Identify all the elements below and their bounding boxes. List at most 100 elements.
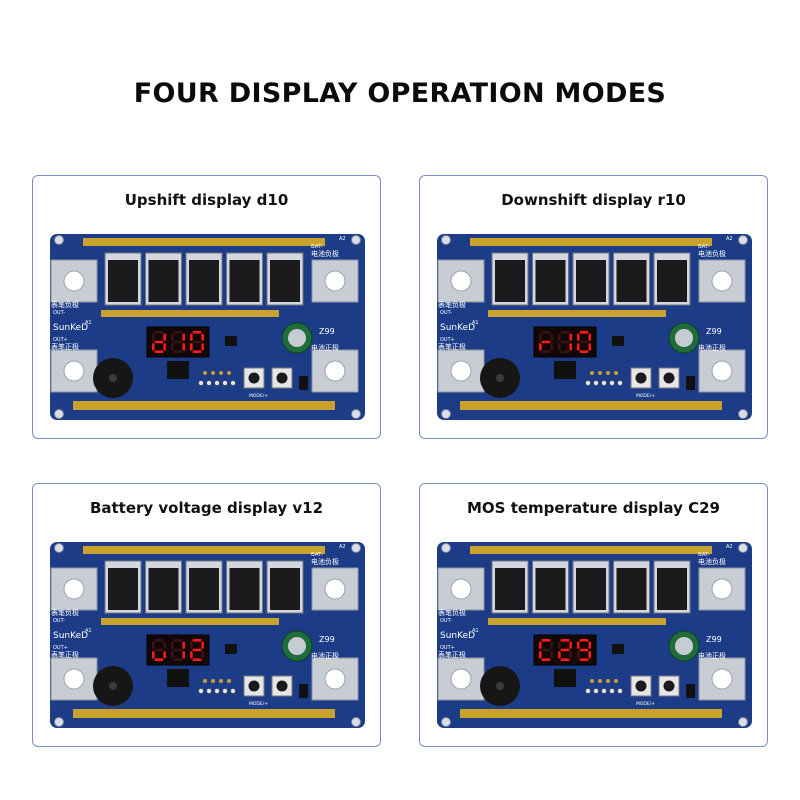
- led-segment: [541, 331, 551, 334]
- label-model: Z99: [706, 327, 722, 336]
- solder-pad: [598, 679, 602, 683]
- terminal-hole: [450, 578, 472, 600]
- copper-bar-middle: [101, 618, 279, 625]
- led-segment: [182, 651, 185, 659]
- mosfet-body: [576, 260, 606, 302]
- mosfet-body: [576, 568, 606, 610]
- solder-pad: [219, 679, 223, 683]
- transistor: [612, 336, 624, 346]
- page-title: FOUR DISPLAY OPERATION MODES: [133, 78, 667, 109]
- header-pin: [206, 380, 212, 386]
- copper-bar-bottom: [460, 709, 722, 718]
- mosfet-body: [148, 260, 179, 302]
- led-segment: [192, 340, 202, 344]
- label-a1: A1: [85, 628, 92, 634]
- mosfet-body: [229, 568, 260, 610]
- label-out-pos-cn: 表笔正极: [438, 342, 466, 351]
- solder-pad: [606, 371, 610, 375]
- label-model: Z99: [706, 635, 722, 644]
- led-segment: [173, 648, 183, 652]
- diode: [299, 684, 308, 698]
- solder-pad: [203, 371, 207, 375]
- diode: [686, 376, 695, 390]
- label-out-neg-cn: 表笔负极: [438, 608, 466, 617]
- led-segment: [569, 343, 572, 351]
- mosfet-body: [495, 568, 525, 610]
- label-model: Z99: [319, 635, 335, 644]
- label-a1: A1: [85, 320, 92, 326]
- led-segment: [201, 641, 204, 649]
- diode: [299, 376, 308, 390]
- header-pin: [585, 380, 591, 386]
- mosfet-body: [616, 260, 647, 302]
- header-pin: [214, 688, 220, 694]
- solder-pad: [227, 679, 231, 683]
- buzzer-hole: [109, 682, 117, 690]
- solder-pad: [211, 371, 215, 375]
- led-segment: [163, 651, 166, 659]
- mosfet-body: [657, 568, 687, 610]
- mosfet-body: [495, 260, 525, 302]
- mounting-hole: [738, 543, 748, 553]
- led-segment: [558, 641, 561, 649]
- led-segment: [588, 333, 591, 341]
- led-segment: [560, 331, 570, 334]
- led-segment: [550, 641, 553, 649]
- welder-board: BAT-电池负极A2表笔负极OUT-SunKeDOUT+表笔正极Z99电池正极M…: [50, 234, 365, 420]
- mounting-hole: [441, 235, 451, 245]
- label-a2: A2: [726, 236, 733, 242]
- header-pin: [230, 688, 236, 694]
- terminal-hole: [711, 270, 733, 292]
- label-bat-pos-cn: 电池正极: [698, 651, 726, 660]
- led-segment: [579, 350, 589, 353]
- copper-bar-middle: [488, 618, 666, 625]
- led-segment: [163, 641, 166, 649]
- copper-bar-bottom: [73, 709, 335, 718]
- solder-pad: [590, 679, 594, 683]
- led-segment: [550, 333, 553, 341]
- led-segment: [588, 343, 591, 351]
- solder-pad: [614, 679, 618, 683]
- mounting-hole: [351, 717, 361, 727]
- led-segment: [154, 639, 164, 642]
- solder-pad: [606, 679, 610, 683]
- label-brand: SunKeD: [53, 631, 88, 641]
- push-button-cap: [248, 372, 260, 384]
- led-segment: [588, 641, 591, 649]
- mounting-hole: [738, 235, 748, 245]
- terminal-hole: [324, 360, 346, 382]
- header-pin: [206, 688, 212, 694]
- led-segment: [560, 658, 570, 661]
- buzzer-hole: [496, 682, 504, 690]
- capacitor-top: [675, 329, 693, 347]
- terminal-hole: [711, 360, 733, 382]
- copper-bar-bottom: [73, 401, 335, 410]
- mounting-hole: [441, 543, 451, 553]
- mounting-hole: [54, 235, 64, 245]
- mosfet-body: [657, 260, 687, 302]
- mounting-hole: [54, 543, 64, 553]
- terminal-hole: [324, 668, 346, 690]
- push-button-cap: [663, 372, 675, 384]
- header-pin: [617, 688, 623, 694]
- capacitor-top: [288, 329, 306, 347]
- led-segment: [539, 343, 542, 351]
- terminal-hole: [711, 578, 733, 600]
- led-segment: [173, 350, 183, 353]
- label-out-pos: OUT+: [440, 645, 455, 651]
- label-bat-pos-cn: 电池正极: [698, 343, 726, 352]
- mounting-hole: [351, 235, 361, 245]
- label-out-neg: OUT-: [53, 618, 65, 624]
- mosfet-body: [108, 260, 138, 302]
- mounting-hole: [351, 543, 361, 553]
- led-segment: [541, 648, 551, 652]
- mosfet-body: [270, 568, 300, 610]
- mounting-hole: [738, 409, 748, 419]
- label-mode: MODE/+: [249, 393, 268, 399]
- label-out-neg: OUT-: [440, 310, 452, 316]
- terminal-hole: [63, 668, 85, 690]
- label-bat-neg: BAT-: [311, 552, 323, 558]
